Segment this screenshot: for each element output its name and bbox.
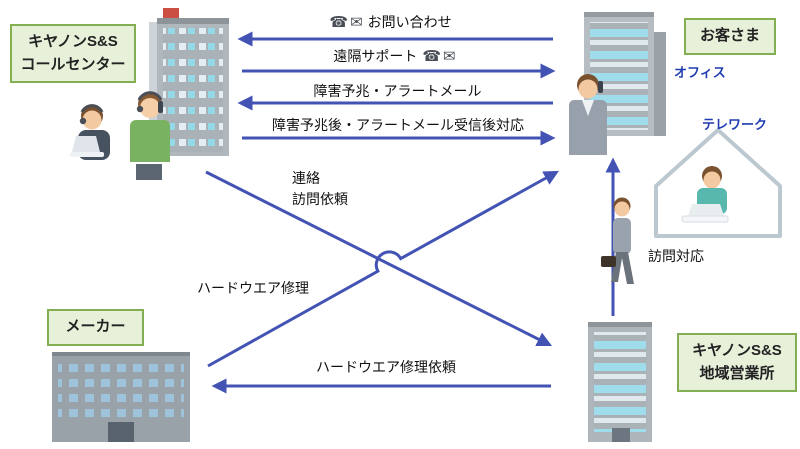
failure-alert-label: 障害予兆・アラートメール xyxy=(313,83,482,99)
hardware-repair-label: ハードウエア修理 xyxy=(197,280,309,296)
customer-label: お客さま xyxy=(684,18,776,55)
customer-label-text: お客さま xyxy=(699,27,760,44)
mail-icon: ✉ xyxy=(443,48,456,65)
operator-sitting xyxy=(70,104,110,160)
maker-label: メーカー xyxy=(47,309,144,346)
maker-label-text: メーカー xyxy=(65,318,126,335)
office-label: オフィス xyxy=(674,65,726,80)
repair-request-label: ハードウエア修理依頼 xyxy=(316,359,456,375)
telework-person xyxy=(681,166,729,223)
phone-icon: ☎ xyxy=(329,14,349,31)
regional-office-label-text: キヤノンS&S 地域営業所 xyxy=(692,342,782,382)
arrow-hardware-repair xyxy=(207,170,559,368)
inquiry-label-text: お問い合わせ xyxy=(367,14,452,30)
visit-support-label: 訪問対応 xyxy=(648,248,704,264)
maker-building xyxy=(52,352,190,442)
regional-office-building xyxy=(588,322,652,442)
call-center-operators xyxy=(70,91,170,180)
phone-handset-icon xyxy=(158,101,163,113)
call-center-label-text: キヤノンS&S コールセンター xyxy=(20,33,126,73)
headset-icon xyxy=(80,104,104,113)
laptop-icon xyxy=(72,136,100,152)
call-center-label: キヤノンS&S コールセンター xyxy=(10,24,136,83)
contact-visit-label: 連絡 訪問依頼 xyxy=(292,170,348,207)
alert-response-label: 障害予兆後・アラートメール受信後対応 xyxy=(272,117,524,133)
telework-label: テレワーク xyxy=(702,117,768,132)
phone-handset-icon xyxy=(598,81,603,93)
customer-person xyxy=(569,74,607,155)
inquiry-label: ☎✉ お問い合わせ xyxy=(280,12,500,35)
mail-icon: ✉ xyxy=(350,14,363,31)
remote-support-label: 遠隔サポート ☎✉ xyxy=(290,46,500,69)
laptop-icon xyxy=(688,204,724,216)
visiting-engineer xyxy=(601,197,634,284)
briefcase-icon xyxy=(601,256,616,267)
operator-standing xyxy=(130,91,170,180)
remote-support-label-text: 遠隔サポート xyxy=(333,48,418,64)
customer-office-building xyxy=(584,12,666,136)
headset-icon xyxy=(137,91,163,101)
regional-office-label: キヤノンS&S 地域営業所 xyxy=(677,333,797,392)
phone-icon: ☎ xyxy=(422,48,441,65)
telework-house xyxy=(654,128,782,238)
